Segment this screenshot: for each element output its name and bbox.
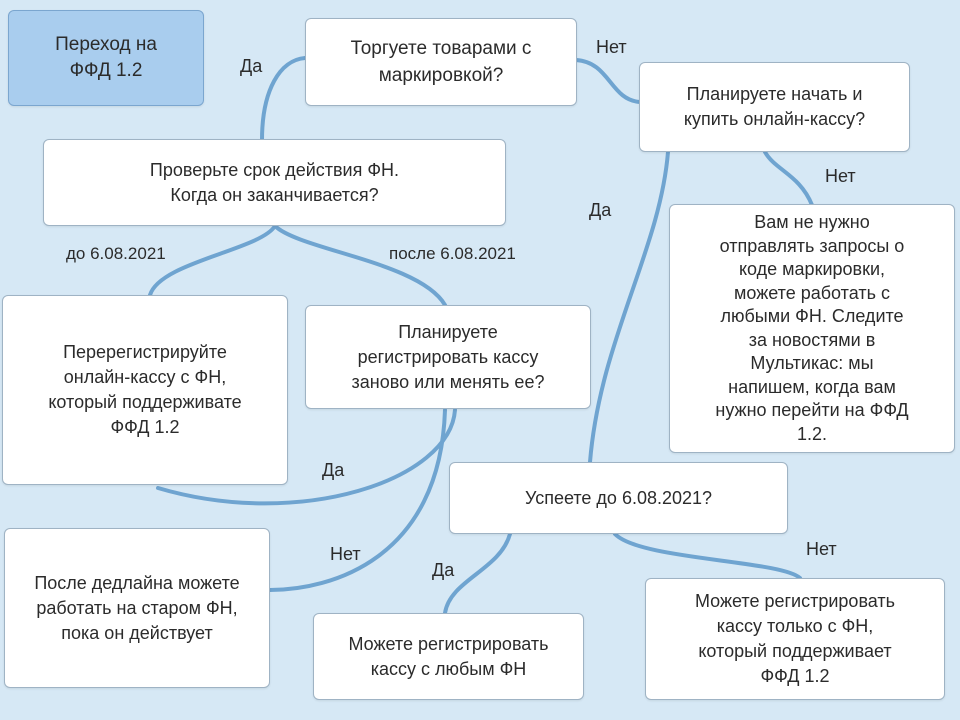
label-plan-buy-yes: Да [589,200,612,220]
label-marking-no: Нет [596,37,627,57]
edge-plan-buy-no [763,150,814,207]
edge-in-time-yes [443,532,512,615]
label-in-time-yes: Да [432,560,455,580]
question-in-time: Успеете до 6.08.2021? [449,462,788,534]
answer-reregister-cashbox: Перерегистрируйте онлайн-кассу с ФН, кот… [2,295,288,485]
edge-fn-after [273,224,447,307]
edge-marking-yes [260,56,307,142]
question-plan-buy-register: Планируете начать и купить онлайн-кассу? [639,62,910,152]
edge-plan-buy-yes [588,150,670,464]
diagram-title: Переход на ФФД 1.2 [8,10,204,106]
question-fn-expiry: Проверьте срок действия ФН. Когда он зак… [43,139,506,226]
question-marking-goods: Торгуете товарами с маркировкой? [305,18,577,106]
edge-fn-before [148,224,277,297]
label-register-yes: Да [322,460,345,480]
label-before-date: до 6.08.2021 [66,244,166,263]
edge-register-no [268,408,447,592]
edge-in-time-no [613,532,802,580]
label-after-date: после 6.08.2021 [389,244,516,263]
answer-no-need-requests: Вам не нужно отправлять запросы о коде м… [669,204,955,453]
edge-register-yes [156,408,457,506]
answer-old-fn-after-deadline: После дедлайна можете работать на старом… [4,528,270,688]
label-register-no: Нет [330,544,361,564]
question-register-anew: Планируете регистрировать кассу заново и… [305,305,591,409]
label-in-time-no: Нет [806,539,837,559]
edge-marking-no [574,58,642,104]
answer-fn-ffd-only: Можете регистрировать кассу только с ФН,… [645,578,945,700]
label-marking-yes: Да [240,56,263,76]
answer-any-fn: Можете регистрировать кассу с любым ФН [313,613,584,700]
label-plan-buy-no: Нет [825,166,856,186]
